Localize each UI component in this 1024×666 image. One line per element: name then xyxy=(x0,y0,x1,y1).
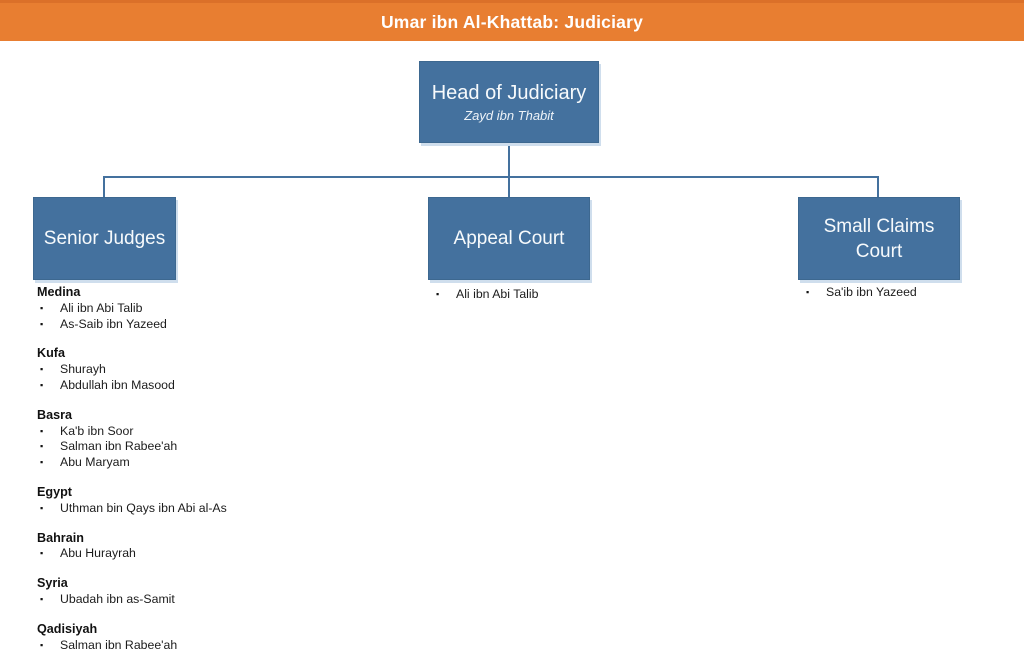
bullet-icon: ▪ xyxy=(40,379,44,390)
judge-list-item: ▪ Ali ibn Abi Talib xyxy=(37,301,337,317)
region-group: Basra▪Ka'b ibn Soor▪Salman ibn Rabee'ah▪… xyxy=(37,408,337,471)
judge-list-item: ▪ Abu Hurayrah xyxy=(37,546,337,562)
org-box-title: Appeal Court xyxy=(453,228,565,249)
connector-horizontal xyxy=(103,176,879,178)
bullet-icon: ▪ xyxy=(436,289,440,299)
senior-judges-list: Medina ▪ Ali ibn Abi Talib ▪ As-Saib ibn Yaz… xyxy=(37,285,337,666)
region-heading: Bahrain xyxy=(37,530,84,545)
org-box-small-claims-court: Small Claims Court xyxy=(798,197,960,280)
bullet-icon: ▪ xyxy=(40,593,44,604)
judge-name: Abu Maryam xyxy=(60,455,130,470)
judge-list-item: ▪ Shurayh xyxy=(37,362,337,378)
region-group: Egypt ▪ Uthman bin Qays ibn Abi al-As xyxy=(37,485,337,517)
judge-name: Abu Hurayrah xyxy=(60,546,136,561)
region-heading: Kufa xyxy=(37,346,65,361)
judge-name: Ali ibn Abi Talib xyxy=(60,300,143,315)
judge-list-item: ▪ Abdullah ibn Masood xyxy=(37,378,337,394)
bullet-icon: ▪ xyxy=(40,302,44,313)
bullet-icon: ▪ xyxy=(40,457,44,468)
judge-list-item: ▪ Salman ibn Rabee'ah xyxy=(37,439,337,455)
judge-name: As-Saib ibn Yazeed xyxy=(60,316,167,331)
appeal-court-list: ▪ Ali ibn Abi Talib xyxy=(433,287,683,303)
small-claims-list: ▪ Sa'ib ibn Yazeed xyxy=(803,285,1023,301)
region-heading: Syria xyxy=(37,576,68,591)
judge-list-item: ▪ Ubadah ibn as-Samit xyxy=(37,592,337,608)
judge-list-item: ▪ Ali ibn Abi Talib xyxy=(433,287,683,303)
judge-name: Uthman bin Qays ibn Abi al-As xyxy=(60,500,227,515)
judge-name: Shurayh xyxy=(60,362,106,377)
judge-list-item: ▪ Sa'ib ibn Yazeed xyxy=(803,285,1023,301)
judge-name: Salman ibn Rabee'ah xyxy=(60,439,178,454)
connector-root-down xyxy=(508,143,510,177)
slide-title: Umar ibn Al-Khattab: Judiciary xyxy=(380,11,644,32)
region-heading: Egypt xyxy=(37,484,72,499)
judge-name: Ali ibn Abi Talib xyxy=(456,287,539,301)
judge-name: Sa'ib ibn Yazeed xyxy=(826,285,917,299)
region-heading: Medina xyxy=(37,285,81,299)
org-box-senior-judges: Senior Judges xyxy=(33,197,176,280)
bullet-icon: ▪ xyxy=(806,287,810,297)
region-group: Qadisiyah ▪ Salman ibn Rabee'ah xyxy=(37,622,337,654)
judge-list-item: ▪ Uthman bin Qays ibn Abi al-As xyxy=(37,501,337,517)
org-box-title: Senior Judges xyxy=(43,228,166,249)
region-heading: Basra xyxy=(37,407,73,422)
judge-list-item: ▪ As-Saib ibn Yazeed xyxy=(37,317,337,333)
judge-name: Ubadah ibn as-Samit xyxy=(60,591,175,606)
org-box-head-of-judiciary: Head of Judiciary Zayd ibn Thabit xyxy=(419,61,599,143)
bullet-icon: ▪ xyxy=(40,502,44,513)
region-group: Syria ▪ Ubadah ibn as-Samit xyxy=(37,576,337,608)
region-group: Medina ▪ Ali ibn Abi Talib ▪ As-Saib ibn Yaz… xyxy=(37,285,337,332)
slide-header-bar: Umar ibn Al-Khattab: Judiciary xyxy=(0,0,1024,41)
judge-list-item: ▪ Salman ibn Rabee'ah xyxy=(37,638,337,654)
bullet-icon: ▪ xyxy=(40,639,44,650)
bullet-icon: ▪ xyxy=(40,548,44,559)
org-box-title: Small Claims Court xyxy=(823,215,935,262)
judge-name: Salman ibn Rabee'ah xyxy=(60,637,178,652)
bullet-icon: ▪ xyxy=(40,364,44,375)
connector-stub-small-claims xyxy=(877,176,879,197)
bullet-icon: ▪ xyxy=(40,318,44,329)
region-heading: Qadisiyah xyxy=(37,621,98,636)
bullet-icon: ▪ xyxy=(40,441,44,452)
org-box-title: Head of Judiciary xyxy=(431,82,587,104)
judge-name: Ka'b ibn Soor xyxy=(60,423,134,438)
org-box-subtitle: Zayd ibn Thabit xyxy=(464,108,554,123)
region-group: Kufa ▪ Shurayh ▪ Abdullah ibn Masood xyxy=(37,346,337,393)
org-box-appeal-court: Appeal Court xyxy=(428,197,590,280)
connector-stub-appeal-court xyxy=(508,176,510,197)
region-group: Bahrain ▪ Abu Hurayrah xyxy=(37,531,337,563)
judge-name: Abdullah ibn Masood xyxy=(60,377,175,392)
judge-list-item: ▪ Ka'b ibn Soor xyxy=(37,424,337,440)
judge-list-item: ▪ Abu Maryam xyxy=(37,455,337,471)
bullet-icon: ▪ xyxy=(40,425,44,436)
connector-stub-senior-judges xyxy=(103,176,105,197)
